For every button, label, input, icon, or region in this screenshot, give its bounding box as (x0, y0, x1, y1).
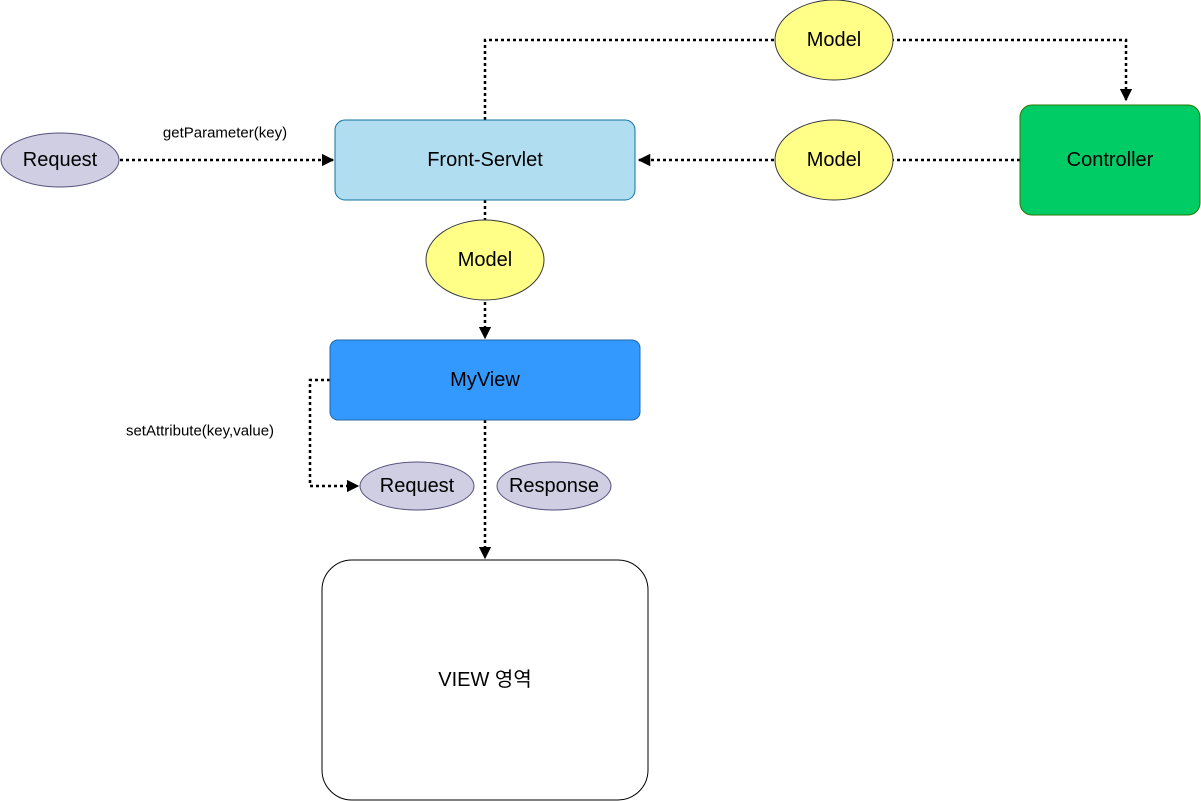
model-ellipse-middle[interactable] (774, 119, 894, 201)
controller-label: Controller (1067, 149, 1154, 171)
model-label-below-servlet: Model (458, 249, 512, 271)
myview-label: MyView (450, 369, 520, 391)
model-ellipse-top[interactable] (774, 0, 894, 81)
myview-box[interactable] (329, 339, 641, 421)
request-ellipse-view[interactable] (359, 461, 475, 511)
edges (120, 38, 1133, 560)
request-ellipse-left[interactable] (0, 132, 120, 188)
front-servlet-box[interactable] (334, 119, 636, 201)
response-ellipse[interactable] (496, 461, 612, 511)
view-area-box[interactable] (321, 559, 649, 801)
response-label: Response (509, 475, 599, 497)
model-label-middle: Model (807, 149, 861, 171)
model-label-top: Model (807, 29, 861, 51)
model-ellipse-below-servlet[interactable] (425, 219, 545, 301)
front-servlet-label: Front-Servlet (427, 149, 543, 171)
get-parameter-label: getParameter(key) (163, 125, 287, 142)
set-attribute-label-bg (98, 420, 304, 442)
set-attribute-label: setAttribute(key,value) (126, 423, 274, 440)
edge-myview-to-request (308, 378, 360, 493)
controller-box[interactable] (1019, 104, 1201, 216)
view-area-label: VIEW 영역 (438, 668, 531, 691)
edge-front-servlet-to-controller (483, 38, 1133, 120)
request-label-view: Request (380, 475, 455, 497)
request-label-left: Request (23, 149, 98, 171)
